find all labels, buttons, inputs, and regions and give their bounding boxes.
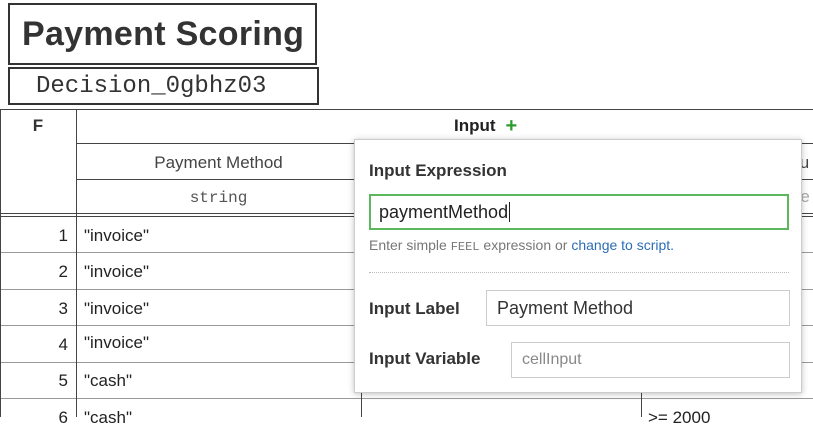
- table-cell[interactable]: "invoice": [84, 226, 149, 245]
- hit-policy[interactable]: F: [32, 116, 44, 135]
- hint-prefix: Enter simple: [369, 237, 447, 253]
- input-label-field[interactable]: Payment Method: [486, 290, 790, 326]
- table-cell[interactable]: "invoice": [84, 262, 149, 281]
- input-expression-title: Input Expression: [369, 161, 507, 180]
- row-number: 2: [58, 262, 68, 281]
- input-variable-field[interactable]: cellInput: [511, 342, 790, 378]
- input-expression-value: paymentMethod: [379, 201, 509, 222]
- input-column-label[interactable]: Payment Method: [154, 153, 283, 172]
- input-label-title: Input Label: [369, 299, 460, 318]
- decision-name[interactable]: Payment Scoring: [8, 3, 317, 65]
- input-column-type[interactable]: string: [189, 189, 248, 207]
- input-expression-field[interactable]: paymentMethod: [369, 194, 789, 230]
- input-header-label: Input: [454, 116, 496, 135]
- popup-divider: [369, 272, 789, 273]
- change-to-script-link[interactable]: change to script.: [571, 237, 675, 253]
- expression-hint: Enter simple FEEL expression or change t…: [369, 237, 674, 254]
- hint-feel: FEEL: [450, 240, 480, 254]
- column-divider: [76, 109, 77, 417]
- table-cell[interactable]: "invoice": [84, 333, 149, 352]
- input-variable-title: Input Variable: [369, 349, 481, 368]
- decision-id[interactable]: Decision_0gbhz03: [8, 67, 319, 105]
- table-cell[interactable]: >= 2000: [648, 408, 711, 427]
- column-divider: [0, 109, 1, 417]
- row-number: 3: [58, 299, 68, 318]
- row-number: 5: [58, 371, 68, 390]
- table-cell[interactable]: "cash": [84, 371, 132, 390]
- text-caret: [509, 202, 511, 222]
- input-header: Input +: [454, 111, 517, 141]
- hint-mid: expression or: [483, 237, 568, 253]
- row-divider: [0, 398, 813, 399]
- table-top-border: [0, 109, 813, 110]
- add-input-icon[interactable]: +: [505, 114, 518, 137]
- table-cell[interactable]: "invoice": [84, 299, 149, 318]
- row-number: 6: [58, 408, 68, 427]
- row-number: 4: [58, 335, 68, 354]
- input-variable-placeholder: cellInput: [522, 351, 582, 368]
- input-expression-popup: Input Expression paymentMethod Enter sim…: [354, 139, 802, 393]
- table-cell[interactable]: "cash": [84, 408, 132, 427]
- row-number: 1: [58, 226, 68, 245]
- partial-column-type: e: [800, 188, 811, 208]
